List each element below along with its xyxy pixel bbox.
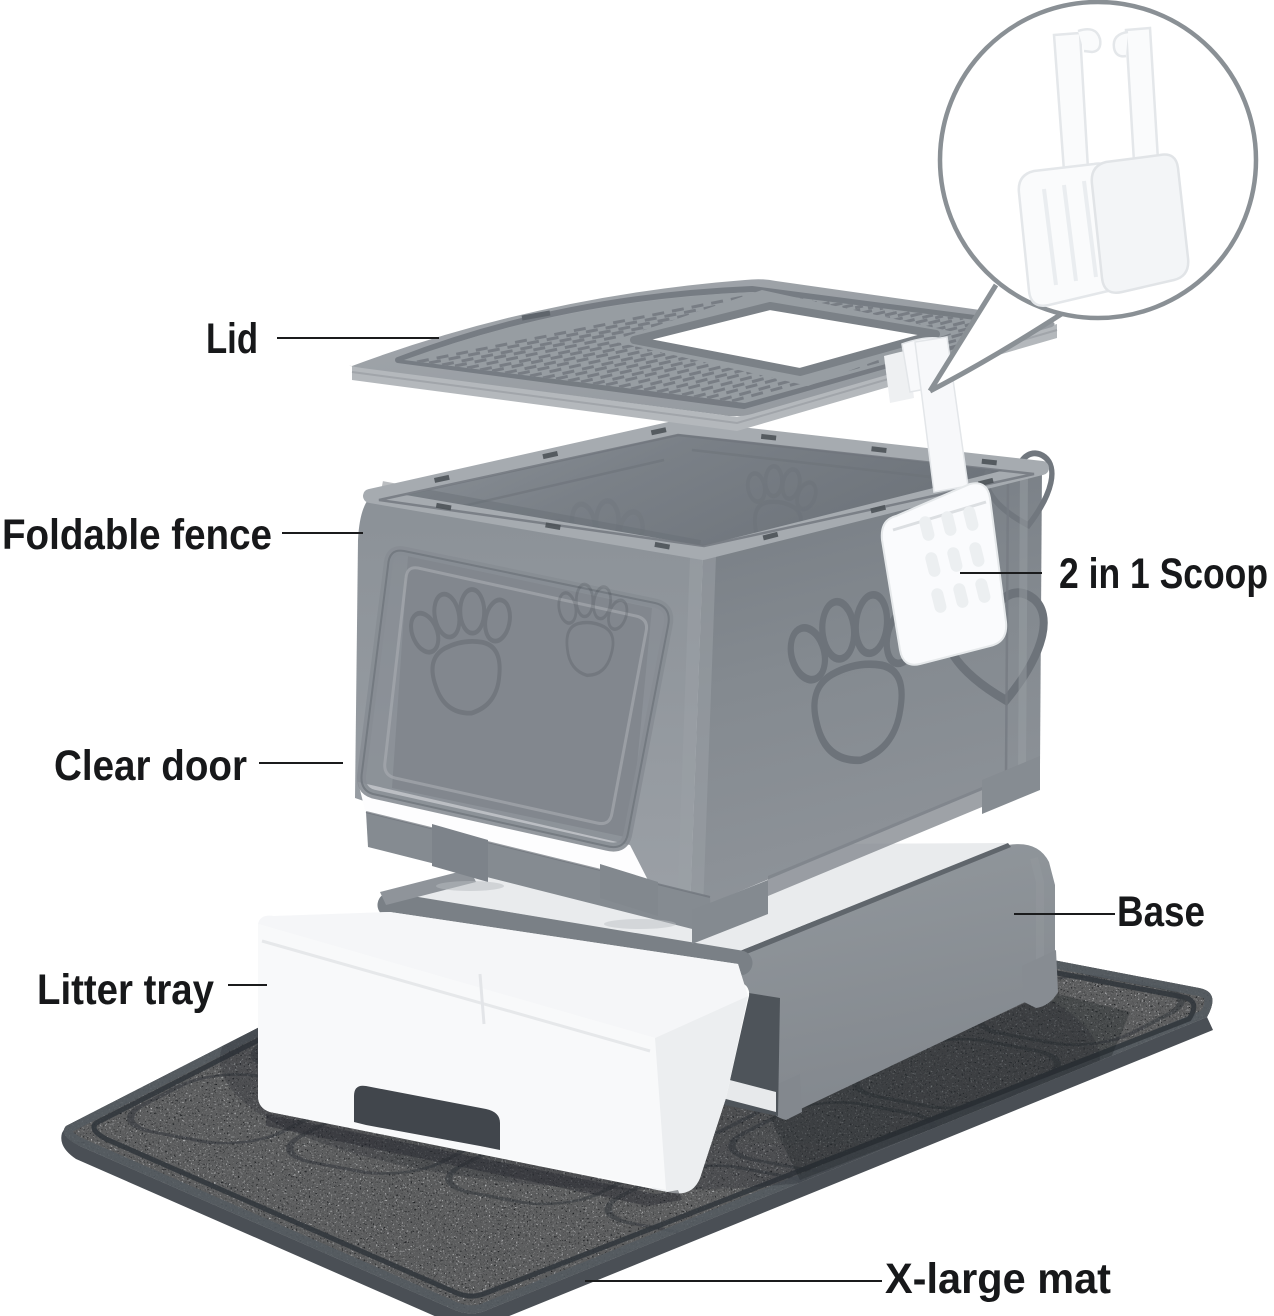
svg-text:Litter tray: Litter tray	[37, 966, 214, 1014]
svg-text:2 in 1 Scoop: 2 in 1 Scoop	[1059, 550, 1268, 598]
svg-text:X-large mat: X-large mat	[885, 1255, 1111, 1303]
svg-text:Base: Base	[1117, 888, 1205, 936]
svg-text:Foldable fence: Foldable fence	[2, 511, 272, 559]
svg-text:Lid: Lid	[206, 315, 258, 363]
svg-text:Clear door: Clear door	[54, 742, 247, 790]
